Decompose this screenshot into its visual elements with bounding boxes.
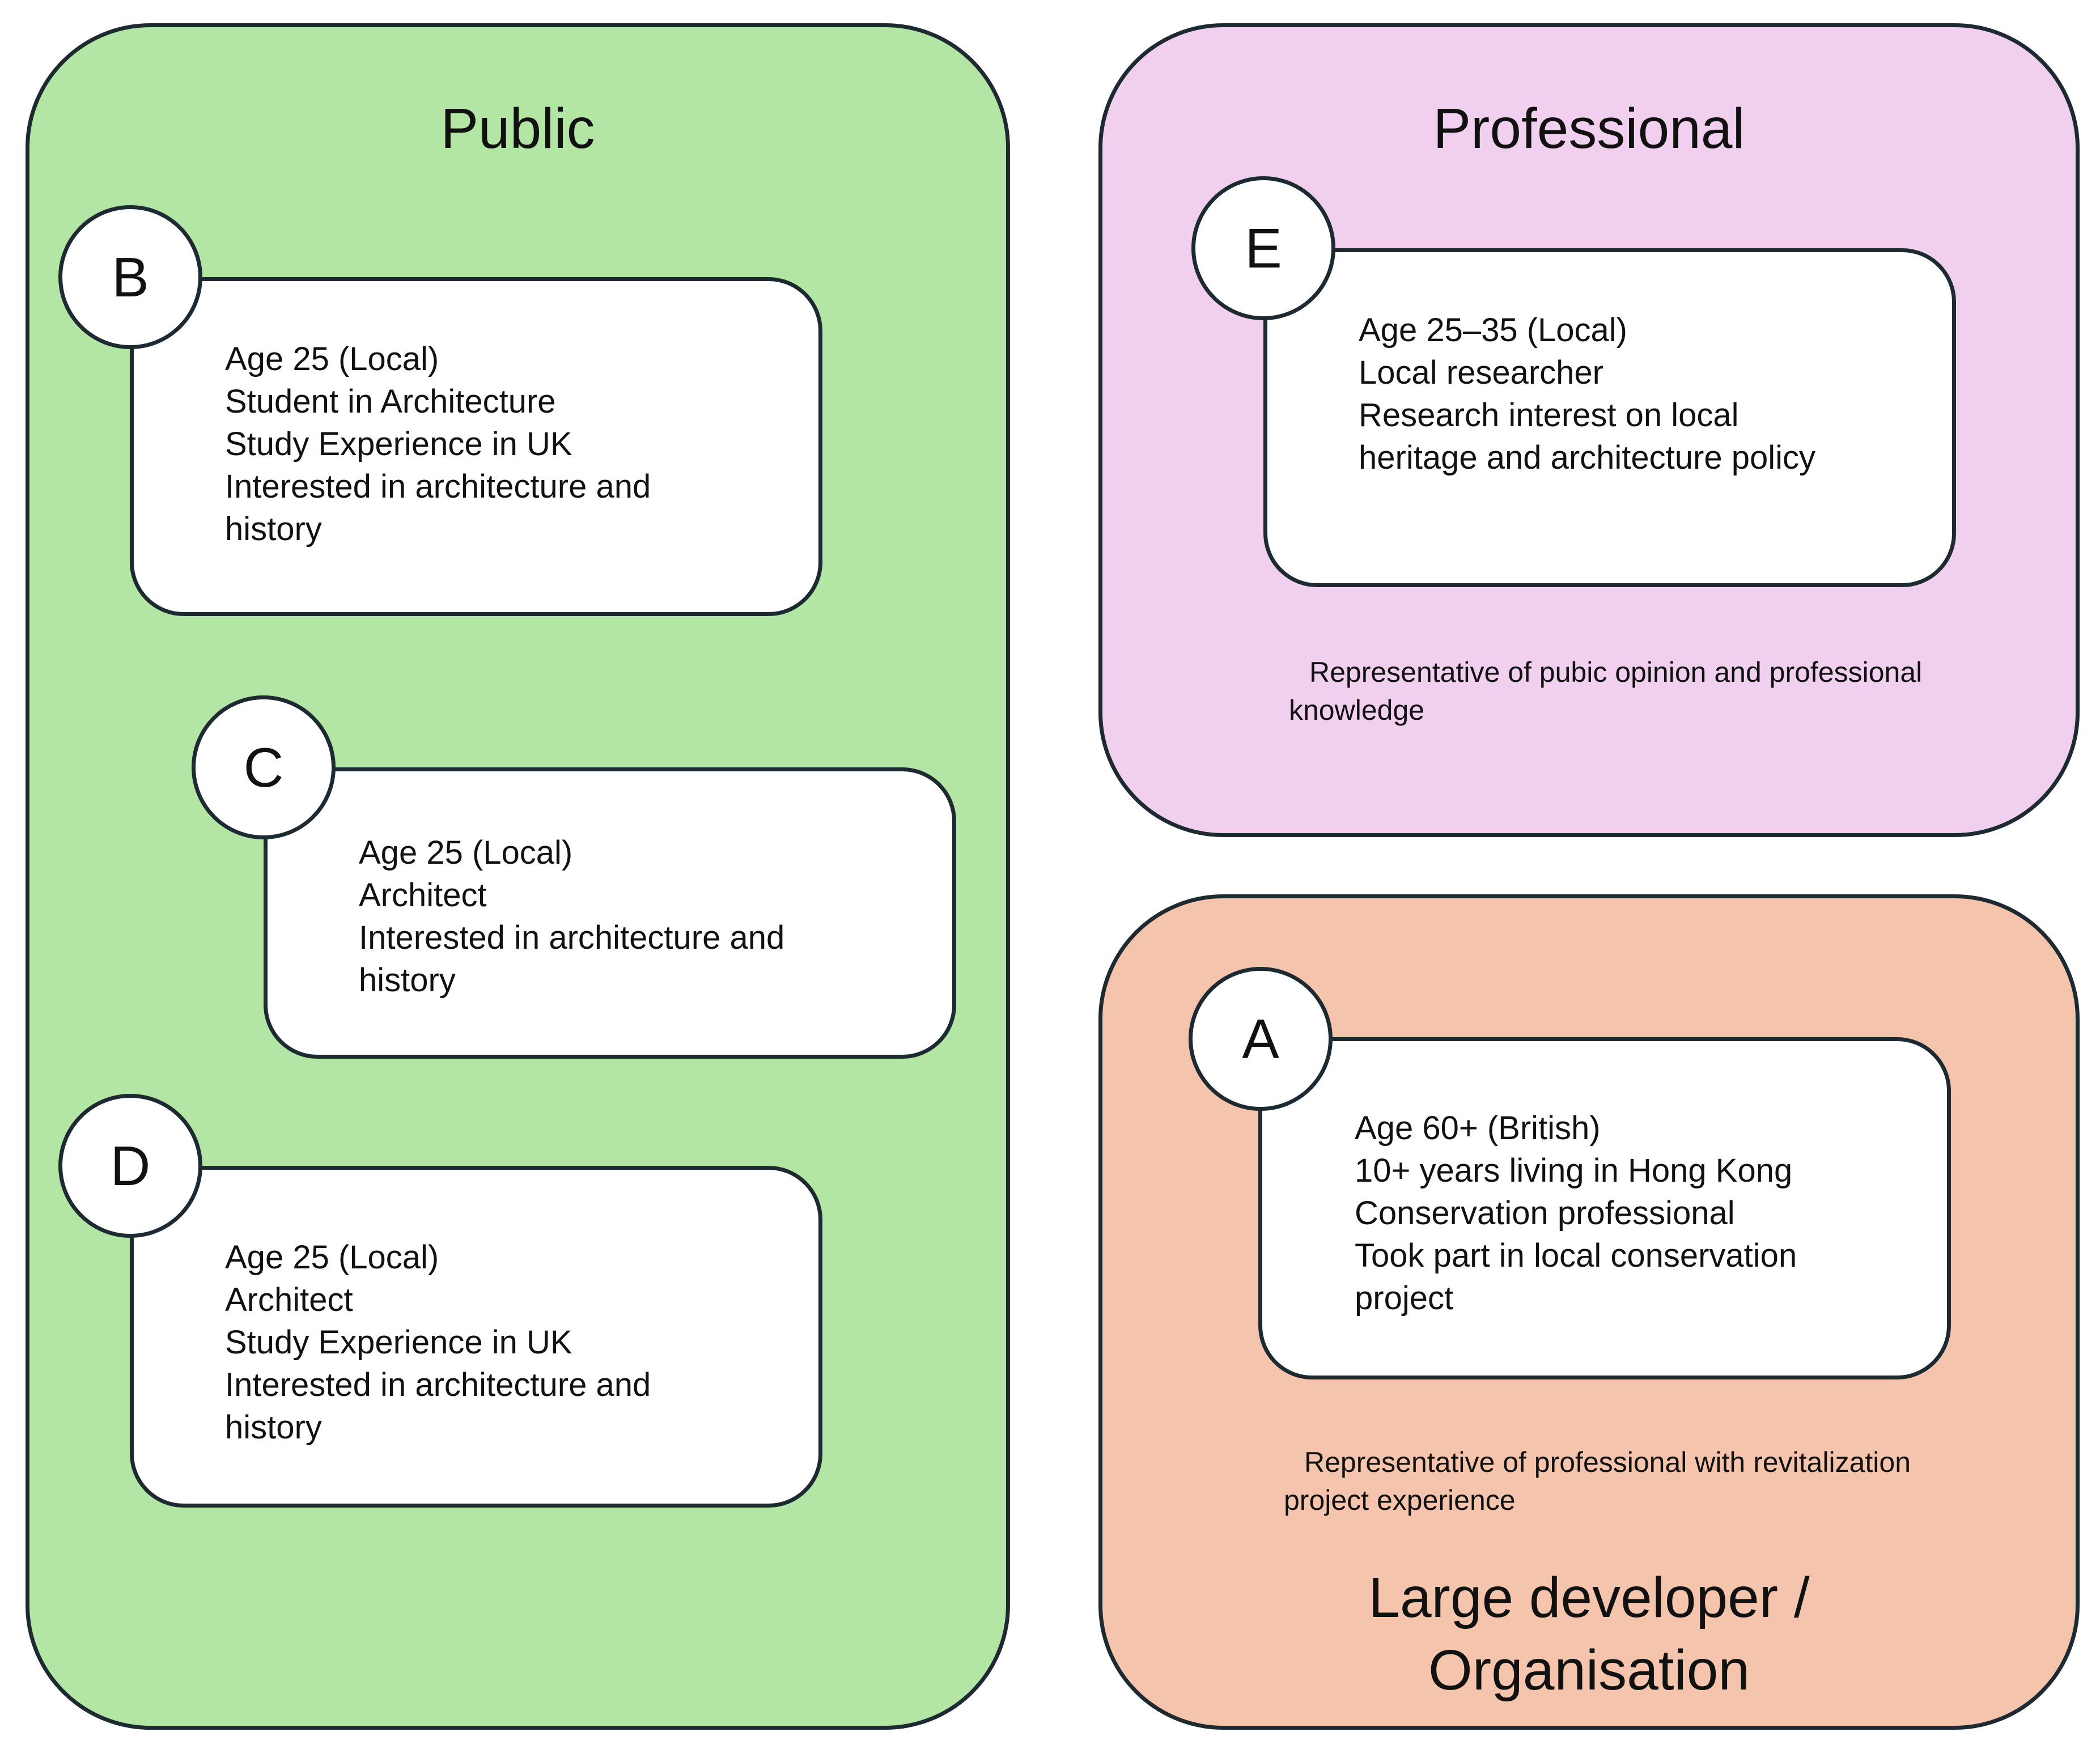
- participant-b-line: Age 25 (Local): [225, 341, 439, 377]
- participant-c-line: Age 25 (Local): [359, 834, 573, 871]
- participant-card-b: [130, 277, 822, 616]
- professional-group-title: Professional: [1433, 97, 1745, 160]
- participant-e-line: Research interest on local: [1359, 397, 1739, 434]
- participant-b-badge: B: [58, 205, 202, 349]
- participant-a-line: 10+ years living in Hong Kong: [1355, 1152, 1793, 1189]
- participant-c-line: history: [359, 962, 456, 999]
- participant-c-line: Architect: [359, 877, 487, 914]
- developer-title-line: Large developer /: [1368, 1566, 1810, 1629]
- participant-d-details: Age 25 (Local) Architect Study Experienc…: [225, 1236, 651, 1449]
- participant-d-line: Architect: [225, 1281, 353, 1318]
- participant-card-c: [264, 767, 956, 1059]
- participant-d-line: Age 25 (Local): [225, 1239, 439, 1276]
- participant-a-line: Age 60+ (British): [1355, 1110, 1601, 1147]
- participant-e-details: Age 25–35 (Local) Local researcher Resea…: [1359, 309, 1815, 479]
- developer-group-title: Large developer / Organisation: [1098, 1561, 2080, 1706]
- professional-note-line: Representative of pubic opinion and prof…: [1309, 656, 1923, 688]
- participant-a-badge: A: [1189, 967, 1333, 1111]
- participant-c-line: Interested in architecture and: [359, 919, 785, 956]
- participant-card-e: [1263, 248, 1956, 587]
- participant-e-line: Age 25–35 (Local): [1359, 312, 1627, 349]
- participant-b-details: Age 25 (Local) Student in Architecture S…: [225, 338, 651, 550]
- developer-title-line: Organisation: [1428, 1638, 1750, 1702]
- developer-group-note: Representative of professional with revi…: [1284, 1444, 1911, 1519]
- public-group-title: Public: [440, 97, 595, 160]
- participant-e-line: Local researcher: [1359, 354, 1603, 391]
- developer-note-line: Representative of professional with revi…: [1304, 1446, 1911, 1478]
- participant-b-line: Student in Architecture: [225, 383, 556, 420]
- participant-e-badge: E: [1191, 176, 1335, 320]
- professional-group-note: Representative of pubic opinion and prof…: [1289, 653, 1922, 729]
- participant-d-line: Interested in architecture and: [225, 1366, 651, 1403]
- participant-b-line: Interested in architecture and: [225, 468, 651, 505]
- developer-note-line: project experience: [1284, 1484, 1516, 1516]
- participant-c-details: Age 25 (Local) Architect Interested in a…: [359, 831, 784, 1001]
- participant-d-line: Study Experience in UK: [225, 1324, 572, 1361]
- participant-a-line: Took part in local conservation: [1355, 1237, 1797, 1274]
- participant-b-line: Study Experience in UK: [225, 426, 572, 462]
- participant-c-badge: C: [192, 695, 336, 839]
- professional-note-line: knowledge: [1289, 694, 1425, 726]
- participant-b-line: history: [225, 511, 322, 547]
- participant-a-line: Conservation professional: [1355, 1195, 1735, 1232]
- participant-card-a: [1258, 1037, 1951, 1379]
- participant-d-line: history: [225, 1409, 322, 1446]
- participant-a-line: project: [1355, 1280, 1454, 1317]
- participant-card-d: [130, 1166, 822, 1508]
- participant-a-details: Age 60+ (British) 10+ years living in Ho…: [1355, 1107, 1797, 1319]
- participant-e-line: heritage and architecture policy: [1359, 439, 1816, 476]
- participant-d-badge: D: [58, 1094, 202, 1238]
